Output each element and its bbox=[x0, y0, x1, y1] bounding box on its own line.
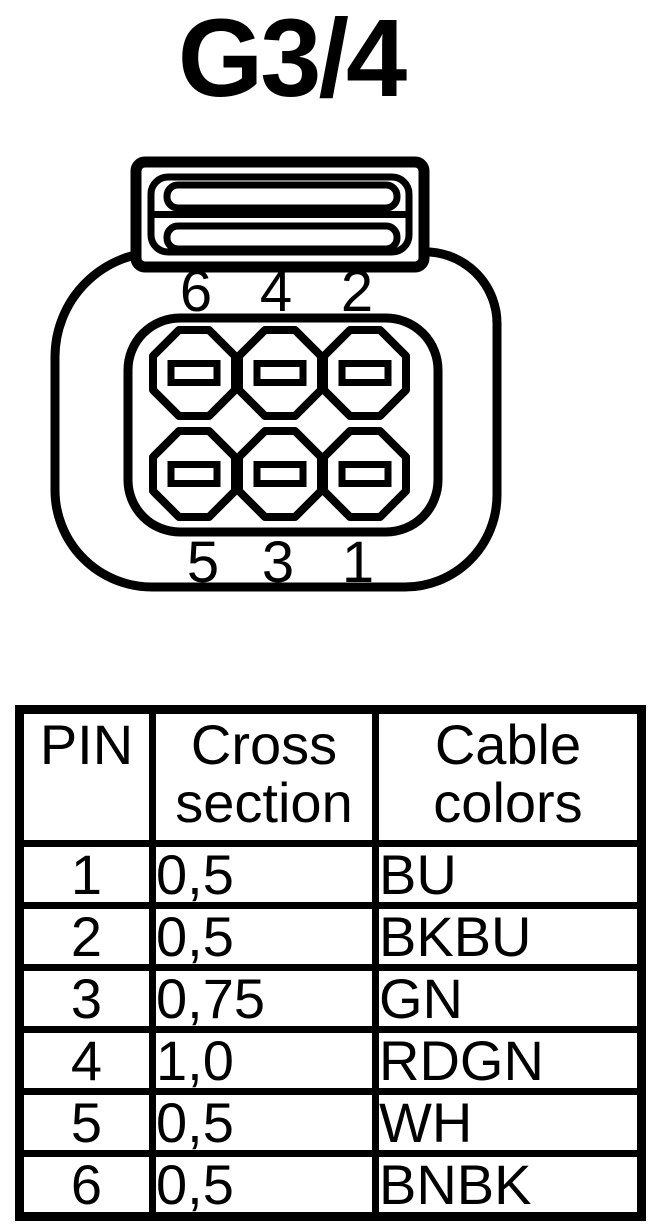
header-pin: PIN bbox=[16, 706, 156, 847]
cable-color-code: BKBU bbox=[372, 902, 645, 971]
header-cross-section: Cross section bbox=[149, 706, 379, 847]
latch-bar-bottom bbox=[163, 222, 401, 253]
pin-number: 1 bbox=[16, 840, 156, 909]
pin-slot-3 bbox=[253, 461, 307, 487]
pin-slot-6 bbox=[167, 360, 221, 386]
header-row: PIN Cross section Cable colors bbox=[16, 706, 645, 847]
cable-color-code: BNBK bbox=[372, 1150, 645, 1220]
table-row-pin-6: 6 0,5 BNBK bbox=[16, 1150, 645, 1220]
cable-color-code: RDGN bbox=[372, 1026, 645, 1095]
pin-table: PIN Cross section Cable colors 1 0,5 BU … bbox=[15, 705, 646, 1221]
table-row-pin-1: 1 0,5 BU bbox=[16, 840, 645, 909]
cross-section-value: 1,0 bbox=[149, 1026, 379, 1095]
pin-slot-1 bbox=[338, 461, 392, 487]
pin-table-body: 1 0,5 BU 2 0,5 BKBU 3 0,75 GN 4 1,0 RDGN… bbox=[16, 840, 645, 1220]
cross-section-value: 0,5 bbox=[149, 1088, 379, 1157]
pin-number: 6 bbox=[16, 1150, 156, 1220]
pin-number: 4 bbox=[16, 1026, 156, 1095]
table-row-pin-5: 5 0,5 WH bbox=[16, 1088, 645, 1157]
pin-slot-2 bbox=[338, 360, 392, 386]
page-title: G3/4 bbox=[177, 0, 407, 120]
cross-section-value: 0,75 bbox=[149, 964, 379, 1033]
pin-label-bottom-5: 5 bbox=[187, 530, 219, 595]
pin-number: 5 bbox=[16, 1088, 156, 1157]
cable-color-code: WH bbox=[372, 1088, 645, 1157]
cross-section-value: 0,5 bbox=[149, 840, 379, 909]
pin-label-bottom-3: 3 bbox=[262, 530, 294, 595]
cross-section-value: 0,5 bbox=[149, 902, 379, 971]
cable-color-code: GN bbox=[372, 964, 645, 1033]
table-row-pin-3: 3 0,75 GN bbox=[16, 964, 645, 1033]
table-row-pin-2: 2 0,5 BKBU bbox=[16, 902, 645, 971]
pin-label-top-6: 6 bbox=[180, 259, 212, 324]
pin-number: 3 bbox=[16, 964, 156, 1033]
pin-slot-5 bbox=[167, 461, 221, 487]
table-row-pin-4: 4 1,0 RDGN bbox=[16, 1026, 645, 1095]
header-cable-colors: Cable colors bbox=[372, 706, 645, 847]
pin-number: 2 bbox=[16, 902, 156, 971]
pin-label-top-4: 4 bbox=[260, 259, 292, 324]
connector-diagram: 6 4 2 5 3 1 bbox=[50, 156, 502, 595]
pin-table-header: PIN Cross section Cable colors bbox=[16, 706, 645, 847]
pin-label-top-2: 2 bbox=[341, 259, 373, 324]
pin-slot-4 bbox=[253, 360, 307, 386]
pin-label-bottom-1: 1 bbox=[342, 530, 374, 595]
latch-bar-top bbox=[163, 181, 401, 212]
cable-color-code: BU bbox=[372, 840, 645, 909]
cross-section-value: 0,5 bbox=[149, 1150, 379, 1220]
